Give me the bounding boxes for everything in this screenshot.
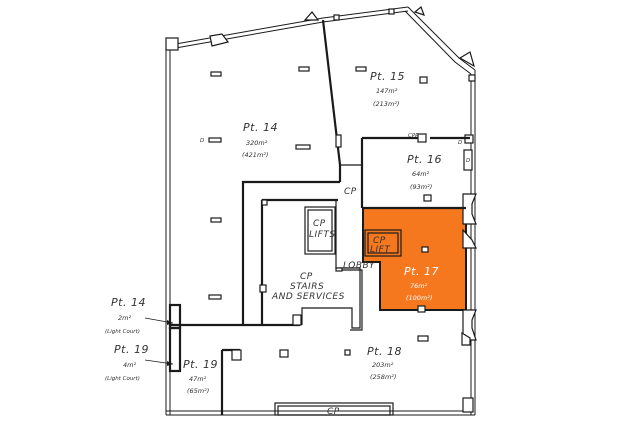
lightcourt-pt14-title: Pt. 14 bbox=[111, 296, 146, 309]
door-label-1: D bbox=[200, 138, 204, 144]
lobby-label: LOBBY bbox=[343, 261, 376, 271]
lightcourt-pt19-title: Pt. 19 bbox=[114, 343, 149, 356]
pt14-gross: (421m²) bbox=[242, 151, 268, 159]
tenancy-labels: Pt. 14 320m² (421m²) Pt. 15 147m² (213m²… bbox=[183, 70, 442, 395]
arrowhead bbox=[167, 320, 173, 325]
door-label-2: D bbox=[458, 140, 462, 146]
pt18-gross: (258m²) bbox=[370, 373, 396, 381]
pt17-title: Pt. 17 bbox=[404, 265, 439, 278]
lightcourt-pt19-note: (Light Court) bbox=[105, 376, 140, 382]
arrowhead bbox=[167, 361, 173, 366]
pt17-gross: (100m²) bbox=[406, 294, 432, 302]
pt15-title: Pt. 15 bbox=[370, 70, 405, 83]
cp-bottom-label: CP bbox=[327, 407, 340, 417]
cpp-label: CPP bbox=[408, 133, 419, 139]
cp-lifts-label-2: LIFTS bbox=[309, 230, 336, 240]
common-property-labels: CP CP LIFTS CP LIFT LOBBY CP STAIRS AND … bbox=[200, 133, 470, 417]
pt16-gross: (93m²) bbox=[410, 183, 432, 191]
pt18-title: Pt. 18 bbox=[367, 345, 402, 358]
cp-lifts-label-1: CP bbox=[313, 219, 326, 229]
pt15-area: 147m² bbox=[376, 87, 398, 95]
pt14-area: 320m² bbox=[246, 139, 268, 147]
lightcourt-pt19-area: 4m² bbox=[123, 361, 136, 369]
pt19-gross: (65m²) bbox=[187, 387, 209, 395]
door-label-3: D bbox=[466, 158, 470, 164]
pt14-title: Pt. 14 bbox=[243, 121, 278, 134]
pt17-area: 76m² bbox=[410, 282, 428, 290]
light-fixtures bbox=[208, 66, 432, 358]
cp-lift-label-1: CP bbox=[373, 236, 386, 246]
cp-lift-label-2: LIFT bbox=[370, 245, 391, 255]
interior-walls bbox=[168, 19, 471, 416]
outer-walls bbox=[165, 5, 477, 416]
pt15-gross: (213m²) bbox=[373, 100, 399, 108]
lightcourt-pt14-area: 2m² bbox=[118, 314, 131, 322]
stairs-label-1: CP bbox=[300, 272, 313, 282]
light-court-labels: Pt. 14 2m² (Light Court) Pt. 19 4m² (Lig… bbox=[105, 296, 174, 382]
pt18-area: 203m² bbox=[372, 361, 394, 369]
pt16-area: 64m² bbox=[412, 170, 430, 178]
stairs-label-2: STAIRS bbox=[290, 282, 324, 292]
stairs-label-3: AND SERVICES bbox=[271, 292, 345, 302]
lightcourt-pt14-note: (Light Court) bbox=[105, 329, 140, 335]
pt19-area: 47m² bbox=[189, 375, 207, 383]
pt19-title: Pt. 19 bbox=[183, 358, 218, 371]
pt16-title: Pt. 16 bbox=[407, 153, 442, 166]
cp-corridor-label: CP bbox=[344, 187, 357, 197]
